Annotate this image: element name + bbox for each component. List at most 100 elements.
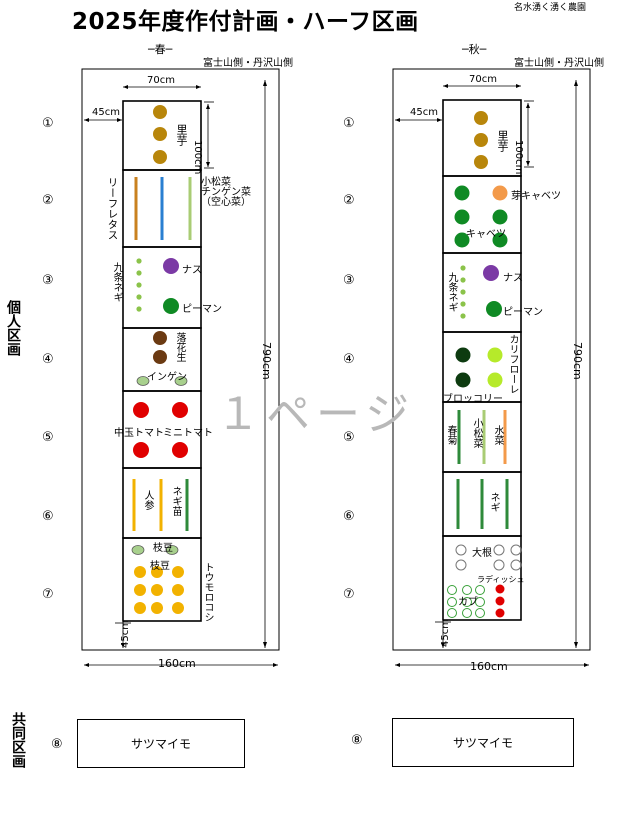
autumn-negi-dot <box>460 313 466 319</box>
autumn-daikon <box>493 559 505 571</box>
spring-season-label: ─春─ <box>148 43 173 56</box>
spring-b5-mini: ミニトマト <box>163 428 213 439</box>
autumn-daikon <box>455 544 467 556</box>
spring-b6-carrot: 人参 <box>142 490 153 510</box>
autumn-kabu <box>447 608 457 618</box>
spring-corn <box>134 566 146 578</box>
autumn-kabu <box>475 585 485 595</box>
autumn-b5-komatsuna: 小松菜 <box>471 418 482 448</box>
spring-negi-dot <box>136 282 142 288</box>
spring-shared-crop: サツマイモ <box>130 737 191 751</box>
autumn-radish <box>495 584 505 594</box>
autumn-row-7: ⑦ <box>343 587 355 602</box>
spring-piman <box>163 298 179 314</box>
autumn-negi-dot <box>460 301 466 307</box>
spring-b7-corn: トウモロコシ <box>202 562 213 622</box>
autumn-b3-left: 九条ネギ <box>446 272 457 312</box>
spring-corn <box>172 602 184 614</box>
spring-nasu <box>163 258 179 274</box>
autumn-cabbage <box>454 232 470 248</box>
page-watermark: １ページ <box>216 389 416 440</box>
spring-corn <box>151 584 163 596</box>
spring-row-5: ⑤ <box>42 430 54 445</box>
autumn-cauliflower <box>487 372 503 388</box>
spring-shared-num: ⑧ <box>51 737 63 752</box>
farm-name: 名水湧く湧く農園 <box>514 3 587 13</box>
spring-row-7: ⑦ <box>42 587 54 602</box>
autumn-row-6: ⑥ <box>343 509 355 524</box>
spring-bed-3 <box>122 246 202 329</box>
autumn-brussels <box>492 185 508 201</box>
autumn-cabbage <box>492 209 508 225</box>
autumn-radish <box>495 596 505 606</box>
spring-dim-total: 160cm <box>158 657 196 670</box>
spring-tomato <box>172 402 188 418</box>
spring-satoimo-1 <box>153 105 167 119</box>
autumn-shared-crop: サツマイモ <box>452 736 513 750</box>
autumn-kabu <box>475 597 485 607</box>
autumn-kabu <box>462 585 472 595</box>
autumn-dim-length: 790cm <box>571 342 584 380</box>
autumn-shared-plot: サツマイモ <box>392 718 574 767</box>
autumn-daikon <box>510 544 522 556</box>
autumn-b7-kabu: カブ <box>458 597 478 608</box>
autumn-b2-brussels: 芽キャベツ <box>511 191 561 202</box>
spring-tomato <box>133 402 149 418</box>
autumn-row-4: ④ <box>343 352 355 367</box>
spring-negi-dot <box>136 294 142 300</box>
spring-dim-bed: 100cm <box>192 140 203 175</box>
spring-shared-plot: サツマイモ <box>77 719 245 768</box>
spring-plot-outline <box>81 68 280 651</box>
spring-b2-left: リーフレタス <box>106 177 119 240</box>
spring-corn <box>134 602 146 614</box>
spring-b3-piman: ピーマン <box>182 304 222 315</box>
autumn-plot-outline <box>392 68 591 651</box>
autumn-bed-7 <box>442 535 522 621</box>
autumn-kabu <box>447 585 457 595</box>
spring-edamame <box>131 545 145 555</box>
spring-b3-left: 九条ネギ <box>111 262 122 302</box>
autumn-row-5: ⑤ <box>343 430 355 445</box>
spring-satoimo-3 <box>153 150 167 164</box>
autumn-kabu <box>462 597 472 607</box>
autumn-kabu <box>462 608 472 618</box>
spring-b1-label: 里芋 <box>175 124 188 146</box>
autumn-b4-broccoli: ブロッコリー <box>443 394 503 405</box>
autumn-orientation: 富士山側・丹沢山側 <box>514 58 604 69</box>
shared-section-label: 共同区画 <box>10 712 26 768</box>
autumn-nasu <box>483 265 499 281</box>
autumn-kabu <box>475 608 485 618</box>
spring-bed-7 <box>122 537 202 622</box>
spring-orientation: 富士山側・丹沢山側 <box>203 58 293 69</box>
autumn-negi-dot <box>460 277 466 283</box>
autumn-daikon <box>510 559 522 571</box>
spring-negi-dot <box>136 258 142 264</box>
autumn-row-3: ③ <box>343 273 355 288</box>
spring-dim-margin: 45cm <box>92 107 120 118</box>
autumn-piman <box>486 301 502 317</box>
page-title: 2025年度作付計画・ハーフ区画 <box>72 9 419 35</box>
spring-satoimo-2 <box>153 127 167 141</box>
autumn-satoimo <box>474 133 488 147</box>
spring-b6-negi: ネギ苗 <box>170 486 181 516</box>
spring-b4-peanut-label: 落花生 <box>174 332 185 362</box>
spring-dim-bottom: 45cm <box>120 620 131 648</box>
autumn-cauliflower <box>487 347 503 363</box>
spring-corn <box>151 602 163 614</box>
autumn-b7-daikon: 大根 <box>472 548 492 559</box>
spring-row-2: ② <box>42 193 54 208</box>
spring-b4-ingen-label: インゲン <box>147 372 187 383</box>
spring-corn <box>134 584 146 596</box>
spring-corn <box>151 566 163 578</box>
spring-ingen <box>174 376 188 386</box>
spring-row-6: ⑥ <box>42 509 54 524</box>
autumn-kabu <box>447 597 457 607</box>
autumn-negi-dot <box>460 289 466 295</box>
autumn-dim-bottom: 45cm <box>440 619 451 647</box>
spring-corn <box>172 584 184 596</box>
spring-negi-dot <box>136 306 142 312</box>
autumn-cabbage <box>454 209 470 225</box>
spring-tomato <box>133 442 149 458</box>
autumn-negi-dot <box>460 265 466 271</box>
